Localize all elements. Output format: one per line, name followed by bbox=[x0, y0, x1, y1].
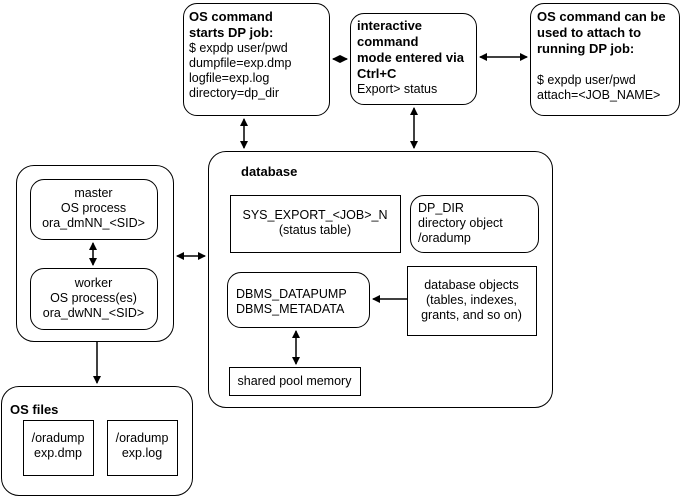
attach-command-box: OS command can be used to attach to runn… bbox=[530, 3, 680, 116]
os-files-title: OS files bbox=[10, 402, 59, 417]
worker-process-label: worker OS process(es) ora_dwNN_<SID> bbox=[42, 276, 145, 320]
dbms-packages-box: DBMS_DATAPUMP DBMS_METADATA bbox=[227, 272, 370, 328]
dump-file-box: /oradump exp.dmp bbox=[23, 420, 94, 476]
dp-dir-label: DP_DIR directory object /oradump bbox=[418, 201, 503, 245]
shared-pool-box: shared pool memory bbox=[229, 367, 361, 396]
dbms-packages-label: DBMS_DATAPUMP DBMS_METADATA bbox=[236, 287, 347, 316]
master-process-box: master OS process ora_dmNN_<SID> bbox=[30, 179, 158, 240]
database-objects-box: database objects (tables, indexes, grant… bbox=[407, 266, 537, 336]
dp-dir-box: DP_DIR directory object /oradump bbox=[410, 195, 539, 253]
os-command-title: OS command starts DP job: bbox=[189, 9, 274, 40]
attach-command-body: $ expdp user/pwd attach=<JOB_NAME> bbox=[537, 73, 661, 102]
log-file-box: /oradump exp.log bbox=[107, 420, 178, 476]
dump-file-label: /oradump exp.dmp bbox=[31, 431, 85, 460]
interactive-mode-title: interactive command mode entered via Ctr… bbox=[357, 18, 464, 81]
database-title: database bbox=[241, 164, 298, 179]
database-objects-label: database objects (tables, indexes, grant… bbox=[421, 278, 522, 322]
status-table-box: SYS_EXPORT_<JOB>_N (status table) bbox=[230, 195, 401, 253]
os-command-body: $ expdp user/pwd dumpfile=exp.dmp logfil… bbox=[189, 41, 292, 100]
attach-command-title: OS command can be used to attach to runn… bbox=[537, 9, 666, 56]
interactive-mode-box: interactive command mode entered via Ctr… bbox=[350, 13, 477, 105]
os-command-box: OS command starts DP job: $ expdp user/p… bbox=[183, 3, 330, 116]
worker-process-box: worker OS process(es) ora_dwNN_<SID> bbox=[30, 268, 158, 330]
shared-pool-label: shared pool memory bbox=[237, 374, 352, 388]
master-process-label: master OS process ora_dmNN_<SID> bbox=[42, 186, 145, 230]
status-table-label: SYS_EXPORT_<JOB>_N (status table) bbox=[242, 208, 388, 237]
interactive-mode-body: Export> status bbox=[357, 82, 438, 96]
log-file-label: /oradump exp.log bbox=[115, 431, 169, 460]
